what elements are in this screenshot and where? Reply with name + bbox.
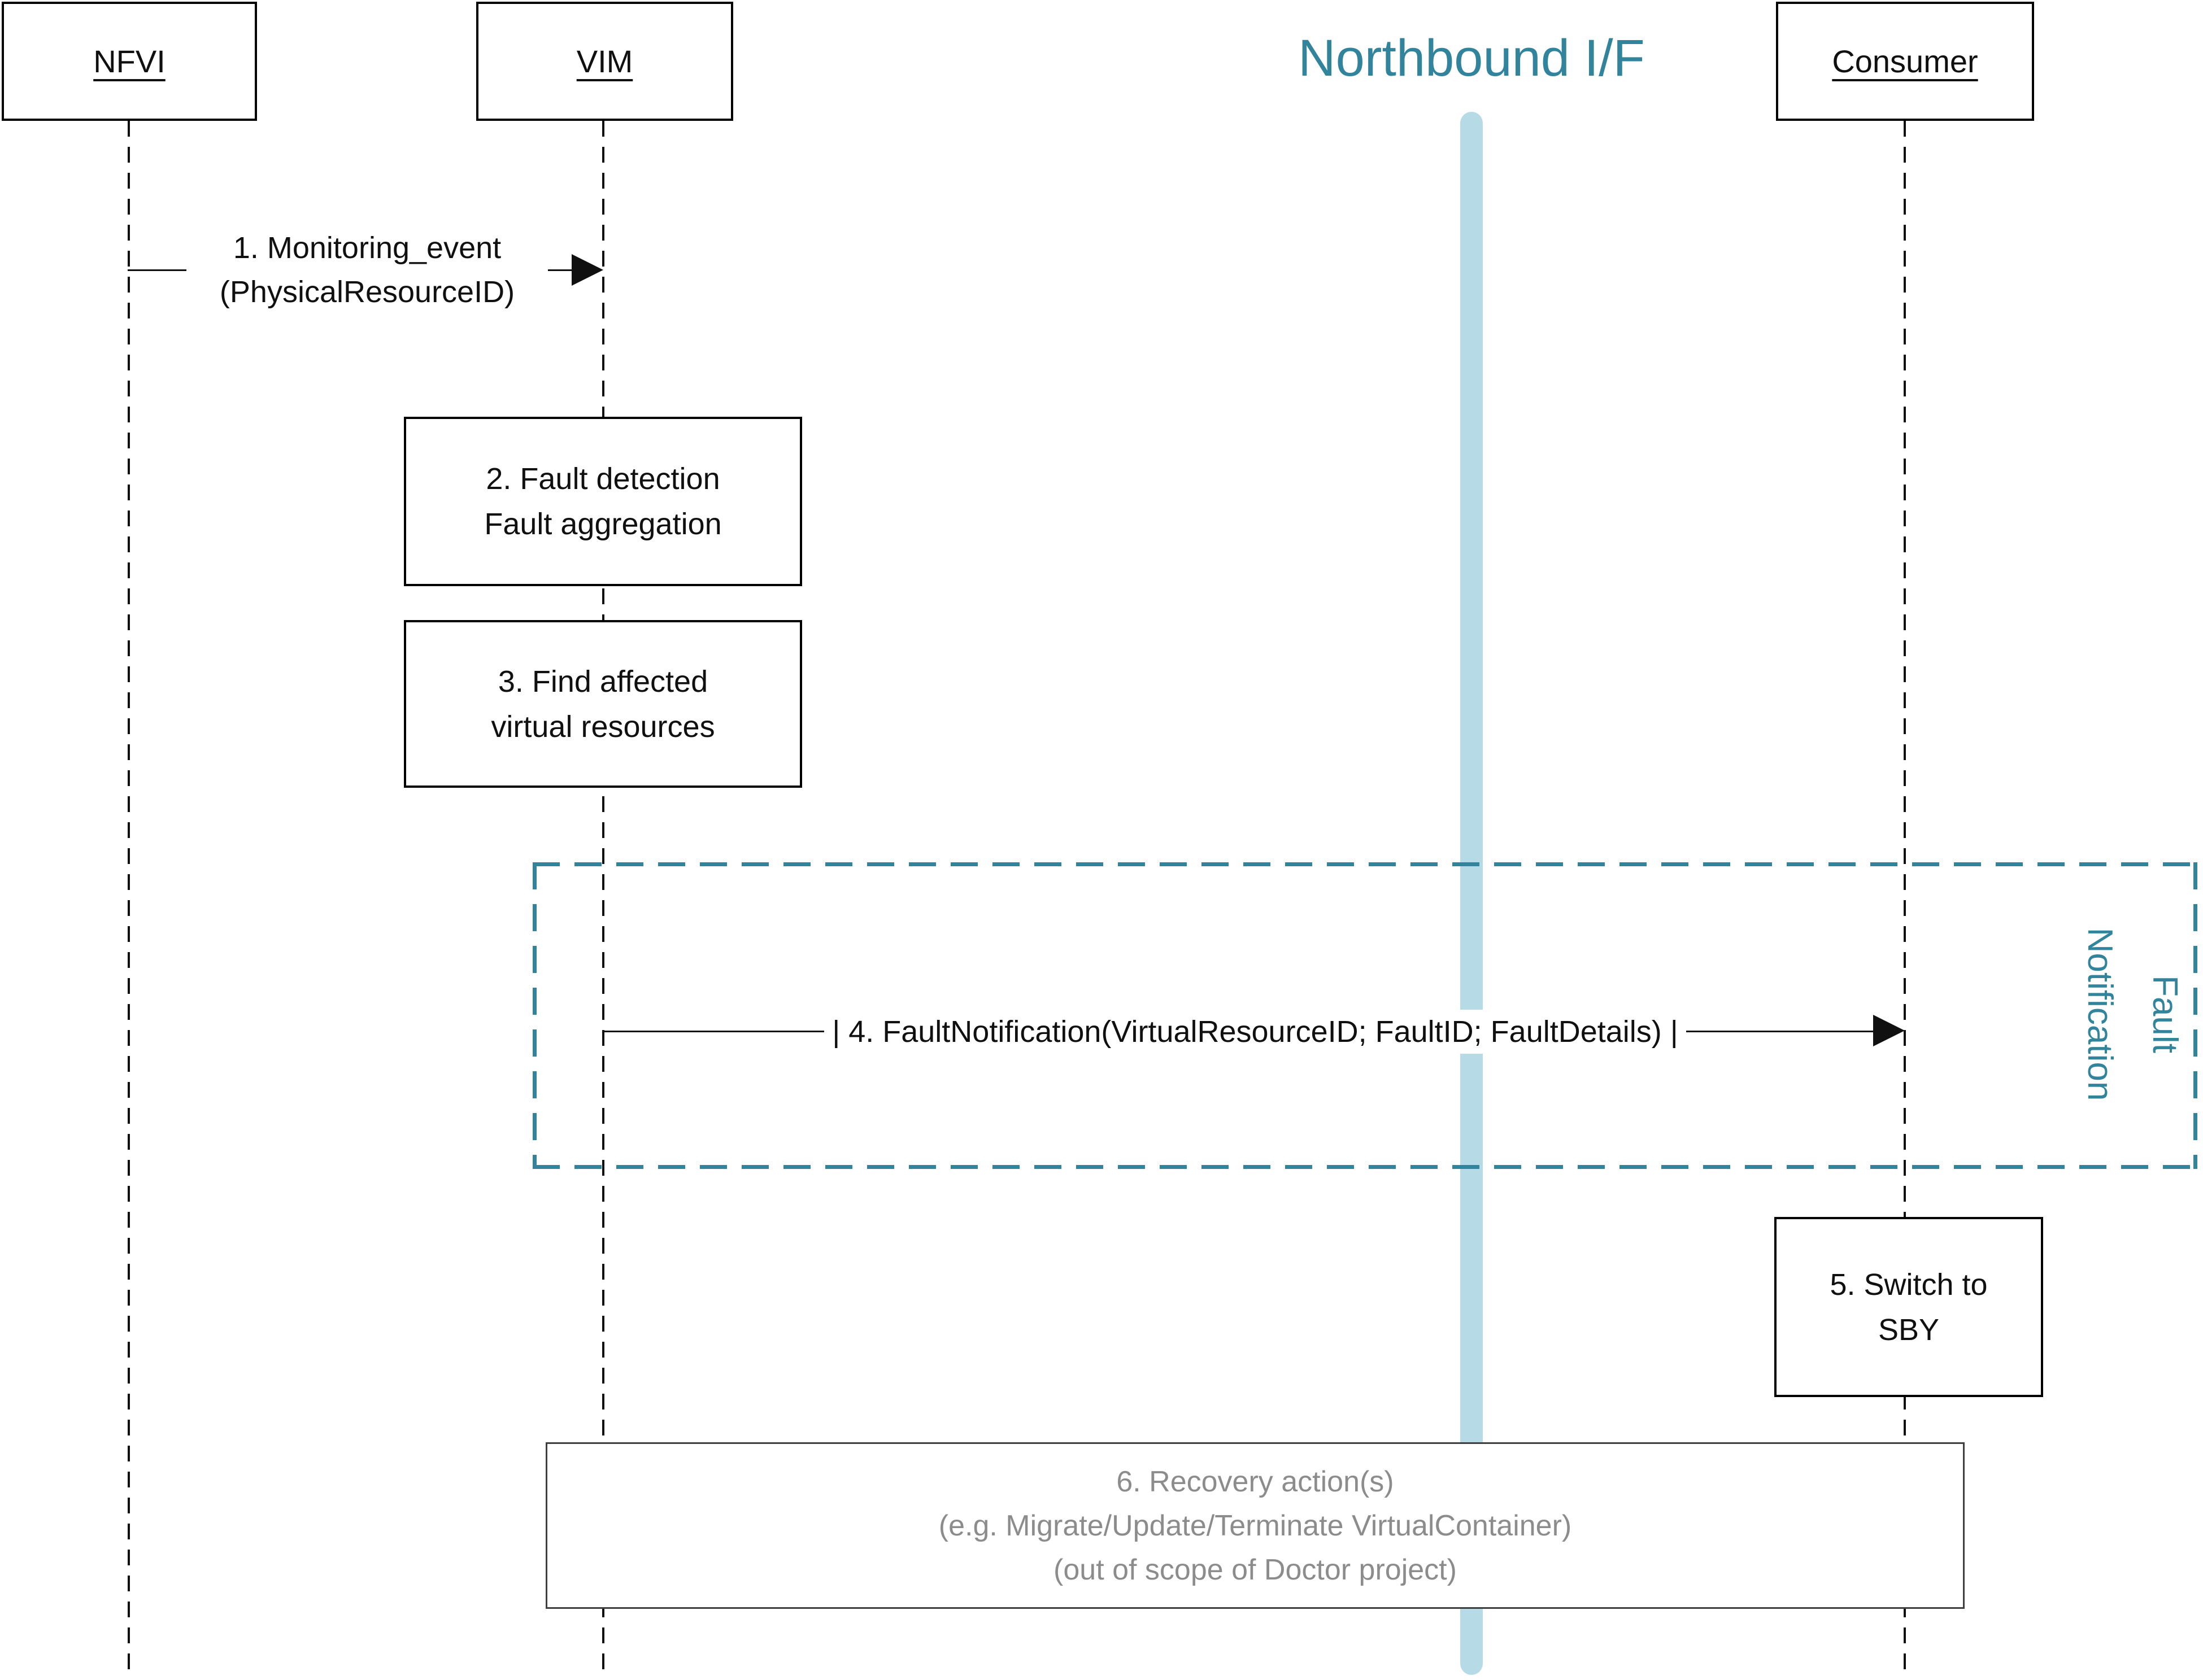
activity-find-affected-line2: virtual resources — [491, 709, 715, 744]
monitoring-event-label-line2: (PhysicalResourceID) — [219, 275, 515, 309]
participant-vim: VIM — [476, 2, 733, 121]
monitoring-event-label-line1: 1. Monitoring_event — [233, 231, 502, 265]
activity-fault-detection: 2. Fault detection Fault aggregation — [404, 417, 802, 586]
participant-vim-label: VIM — [576, 43, 633, 79]
consumer-lifeline — [1904, 121, 1906, 1673]
northbound-interface-line — [1460, 112, 1483, 1675]
vim-lifeline — [602, 121, 604, 1673]
activity-recovery-action-line2: (e.g. Migrate/Update/Terminate VirtualCo… — [938, 1509, 1572, 1542]
activity-find-affected: 3. Find affected virtual resources — [404, 620, 802, 788]
participant-consumer: Consumer — [1776, 2, 2034, 121]
fault-notification-frame-label: Fault Notification — [2065, 867, 2200, 1161]
frame-edge-left — [533, 862, 537, 1169]
activity-switch-to-sby-line1: 5. Switch to — [1830, 1267, 1988, 1302]
fault-notification-label: | 4. FaultNotification(VirtualResourceID… — [690, 1010, 1820, 1054]
northbound-interface-title: Northbound I/F — [1298, 29, 1645, 87]
frame-label-line1: Fault — [2145, 975, 2184, 1053]
activity-find-affected-line1: 3. Find affected — [498, 664, 708, 699]
participant-nfvi: NFVI — [2, 2, 257, 121]
activity-recovery-action-line3: (out of scope of Doctor project) — [1053, 1553, 1457, 1586]
frame-edge-top — [533, 862, 2197, 866]
frame-edge-bottom — [533, 1165, 2197, 1169]
nfvi-lifeline — [128, 121, 130, 1673]
activity-fault-detection-line2: Fault aggregation — [484, 507, 722, 541]
activity-switch-to-sby-line2: SBY — [1878, 1312, 1940, 1347]
activity-recovery-action-line1: 6. Recovery action(s) — [1116, 1465, 1394, 1498]
participant-consumer-label: Consumer — [1832, 43, 1978, 79]
activity-fault-detection-line1: 2. Fault detection — [486, 462, 720, 496]
frame-label-line2: Notification — [2080, 927, 2119, 1101]
activity-recovery-action: 6. Recovery action(s) (e.g. Migrate/Upda… — [546, 1442, 1965, 1609]
fault-notification-label-text: | 4. FaultNotification(VirtualResourceID… — [824, 1010, 1686, 1054]
frame-edge-right — [2193, 862, 2197, 1169]
fault-notification-arrowhead-icon — [1873, 1015, 1905, 1046]
participant-nfvi-label: NFVI — [93, 43, 166, 79]
monitoring-event-label: 1. Monitoring_event (PhysicalResourceID) — [186, 226, 548, 314]
fault-notification-frame — [533, 862, 2197, 1169]
activity-switch-to-sby: 5. Switch to SBY — [1774, 1217, 2043, 1397]
fault-notification-frame-label-text: Fault Notification — [2067, 867, 2197, 1161]
monitoring-event-arrowhead-icon — [572, 254, 603, 286]
